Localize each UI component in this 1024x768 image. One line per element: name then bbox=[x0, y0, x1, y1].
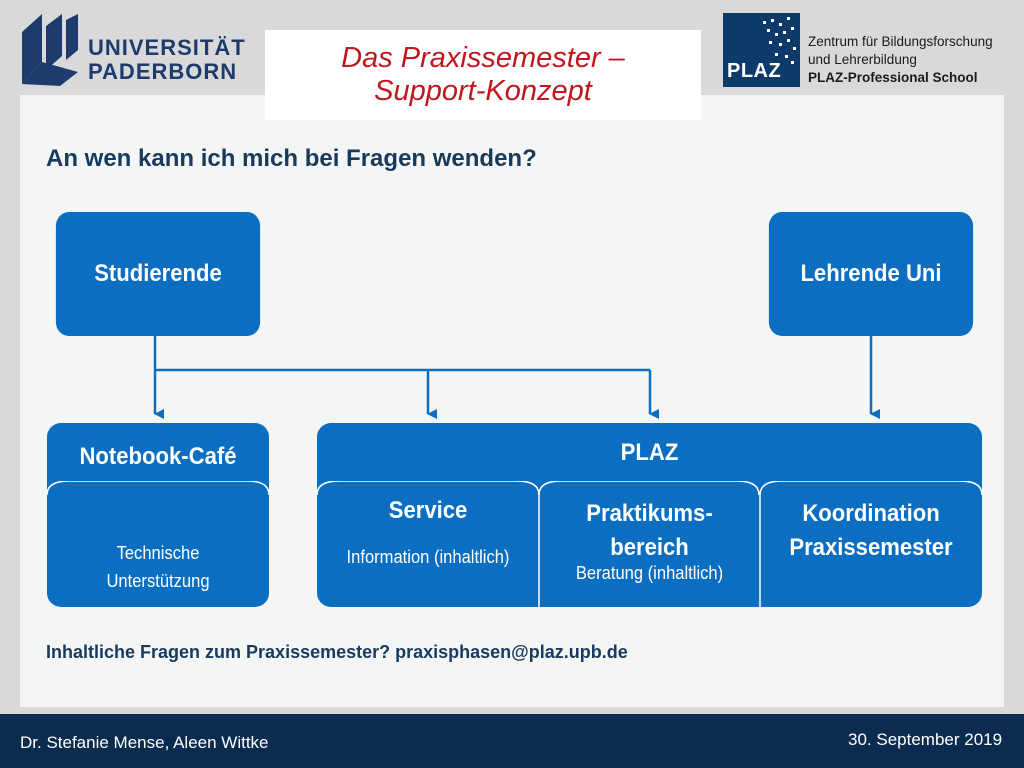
contact-info: Inhaltliche Fragen zum Praxissemester? p… bbox=[46, 642, 628, 662]
question-heading: An wen kann ich mich bei Fragen wenden? bbox=[46, 145, 537, 172]
studierende-box: Studierende bbox=[55, 212, 261, 336]
plaz-logo-text: PLAZ bbox=[727, 60, 782, 82]
notebook-cafe-box: Notebook-Café Technische Unterstützung bbox=[47, 423, 269, 607]
praktikum-title-line-1: Praktikums- bbox=[586, 500, 713, 527]
plaz-divider-arcs bbox=[317, 481, 982, 496]
university-line-1: UNIVERSITÄT bbox=[88, 35, 246, 60]
footer-date: 30. September 2019 bbox=[848, 730, 1003, 749]
notebook-divider-arc bbox=[47, 481, 269, 496]
lehrende-box: Lehrende Uni bbox=[768, 212, 974, 336]
service-desc: Information (inhaltlich) bbox=[346, 547, 510, 567]
university-line-2: PADERBORN bbox=[88, 59, 238, 84]
plaz-box: PLAZ Service Information (inhaltlich) Pr… bbox=[317, 423, 982, 607]
slide-title: Das Praxissemester – Support-Konzept bbox=[265, 30, 701, 120]
koordination-title-line-1: Koordination bbox=[802, 500, 940, 527]
plaz-title: PLAZ bbox=[620, 439, 679, 466]
lehrende-label: Lehrende Uni bbox=[800, 260, 942, 287]
plaz-section-dividers bbox=[538, 493, 761, 607]
plaz-desc-line-1: Zentrum für Bildungsforschung bbox=[808, 34, 993, 49]
service-section: Service Information (inhaltlich) bbox=[317, 497, 539, 568]
notebook-cafe-desc: Technische Unterstützung bbox=[56, 539, 260, 595]
university-paderborn-logo bbox=[22, 14, 78, 86]
university-name: UNIVERSITÄT PADERBORN bbox=[88, 36, 246, 84]
koordination-title-line-2: Praxissemester bbox=[789, 534, 953, 561]
plaz-dots-graphic bbox=[763, 17, 796, 64]
plaz-desc-line-3: PLAZ-Professional School bbox=[808, 70, 978, 85]
praktikum-desc: Beratung (inhaltlich) bbox=[575, 563, 724, 583]
plaz-description: Zentrum für Bildungsforschung und Lehrer… bbox=[808, 33, 993, 87]
plaz-logo: PLAZ bbox=[723, 13, 800, 87]
footer-authors: Dr. Stefanie Mense, Aleen Wittke bbox=[20, 733, 269, 752]
praktikum-section: Praktikums- bereich Beratung (inhaltlich… bbox=[539, 497, 760, 584]
service-title: Service bbox=[388, 497, 468, 524]
title-line-1: Das Praxissemester – bbox=[341, 42, 625, 74]
praktikum-title-line-2: bereich bbox=[610, 534, 689, 561]
studierende-label: Studierende bbox=[94, 260, 222, 287]
notebook-cafe-title: Notebook-Café bbox=[79, 443, 237, 470]
praktikum-title: Praktikums- bereich bbox=[548, 497, 751, 565]
title-line-2: Support-Konzept bbox=[374, 75, 592, 107]
plaz-desc-line-2: und Lehrerbildung bbox=[808, 52, 917, 67]
notebook-desc-line-1: Technische bbox=[116, 543, 200, 563]
koordination-section: Koordination Praxissemester bbox=[760, 497, 982, 565]
koordination-title: Koordination Praxissemester bbox=[769, 497, 973, 565]
footer-bar bbox=[0, 714, 1024, 768]
notebook-desc-line-2: Unterstützung bbox=[106, 571, 210, 591]
